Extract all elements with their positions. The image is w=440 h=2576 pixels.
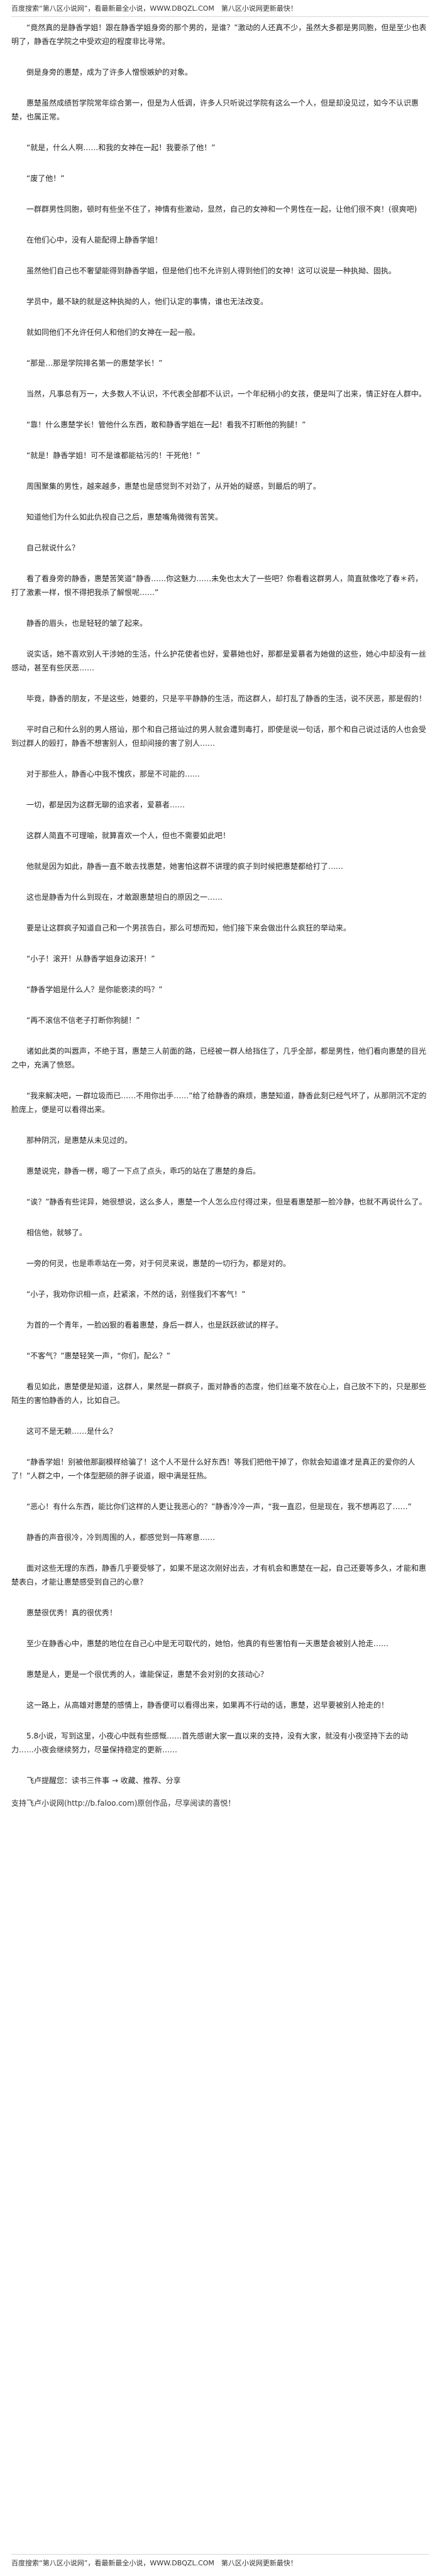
article-body: “竟然真的是静香学姐！跟在静香学姐身旁的那个男的，是谁？”激动的人还真不少，虽然… bbox=[11, 17, 429, 1810]
paragraph: 他就是因为如此，静香一直不敢去找惠楚，她害怕这群不讲理的疯子到时候把惠楚都给打了… bbox=[26, 862, 344, 871]
paragraph: 看见如此，惠楚便是知道，这群人，果然是一群疯子，面对静香的态度，他们丝毫不放在心… bbox=[11, 1382, 427, 1405]
paragraph: “竟然真的是静香学姐！跟在静香学姐身旁的那个男的，是谁？”激动的人还真不少，虽然… bbox=[11, 23, 427, 46]
paragraph: 对于那些人，静香心中我不愧疚，那是不可能的…… bbox=[26, 770, 201, 778]
paragraph: “不客气？”惠楚轻笑一声，“你们，配么？” bbox=[26, 1351, 170, 1360]
paragraph: “废了他！” bbox=[26, 174, 65, 183]
reading-tip: 飞卢提醒您：读书三件事 → 收藏、推荐、分享 bbox=[26, 1776, 181, 1785]
paragraph: 知道他们为什么如此仇视自己之后，惠楚嘴角微微有苦笑。 bbox=[26, 513, 223, 521]
paragraph: 静香的声音很冷，冷到周围的人，都感觉到一阵寒意…… bbox=[26, 1533, 216, 1542]
paragraph: 自己就说什么？ bbox=[26, 543, 80, 552]
site-footer-note: 百度搜索“第八区小说网”，看最新最全小说，WWW.DBQZL.COM 第八区小说… bbox=[11, 2554, 429, 2571]
paragraph: 这群人简直不可理喻，就算喜欢一个人，但也不需要如此吧！ bbox=[26, 831, 231, 840]
paragraph: 说实话，她不喜欢别人干涉她的生活，什么护花使者也好，爱慕她也好，那都是爱慕者为她… bbox=[11, 650, 427, 672]
paragraph: “那是…那是学院排名第一的惠楚学长！” bbox=[26, 359, 163, 368]
paragraph: 毕竟，静香的朋友，不是这些，她要的，只是平平静静的生活，而这群人，却打乱了静香的… bbox=[26, 694, 427, 703]
paragraph: 诸如此类的叫嚣声，不绝于耳，惠楚三人前面的路，已经被一群人给挡住了，几乎全部，都… bbox=[11, 1047, 427, 1069]
paragraph: “诶？”静香有些诧异，她很想说，这么多人，惠楚一个人怎么应付得过来，但是看惠楚那… bbox=[26, 1198, 427, 1206]
paragraph: 一旁的何灵，也是乖乖站在一旁，对于何灵来说，惠楚的一切行为，都是对的。 bbox=[26, 1259, 291, 1268]
paragraph: “静香学姐！别被他那副模样给骗了！这个人不是什么好东西！等我们把他干掉了，你就会… bbox=[11, 1458, 415, 1480]
paragraph: 至少在静香心中，惠楚的地位在自己心中是无可取代的，她怕，他真的有些害怕有一天惠楚… bbox=[26, 1639, 389, 1648]
paragraph: 一群群男性同胞，顿时有些坐不住了，神情有些激动，显然，自己的女神和一个男性在一起… bbox=[26, 205, 417, 214]
paragraph: 5.8小说，写到这里，小夜心中既有些感慨……首先感谢大家一直以来的支持，没有大家… bbox=[11, 1732, 409, 1754]
paragraph: 这可不是无赖……是什么？ bbox=[26, 1427, 118, 1436]
paragraph: 这一路上，从高雄对惠楚的感情上，静香便可以看得出来，如果再不行动的话，惠楚，迟早… bbox=[26, 1701, 389, 1710]
paragraph: “就是！静香学姐！可不是谁都能祜污的！干死他！” bbox=[26, 451, 201, 460]
paragraph: 看了看身旁的静香，惠楚苦笑道“静香……你这魅力……未免也太大了一些吧？你看看这群… bbox=[11, 574, 423, 597]
paragraph: 周围聚集的男性，越来越多，惠楚也是感觉到不对劲了，从开始的疑惑，到最后的明了。 bbox=[26, 482, 321, 491]
paragraph: “我来解决吧，一群垃圾而已……不用你出手……”给了给静香的麻烦，惠楚知道，静香此… bbox=[11, 1091, 427, 1114]
paragraph: 面对这些无理的东西，静香几乎要受够了，如果不是这次刚好出去，才有机会和惠楚在一起… bbox=[11, 1564, 427, 1586]
paragraph: 这也是静香为什么到现在，才敢跟惠楚坦白的原因之一…… bbox=[26, 893, 223, 902]
paragraph: “恶心！有什么东西，能比你们这样的人更让我恶心的？”静香冷冷一声，“我一直忍，但… bbox=[26, 1502, 412, 1511]
paragraph: 当然，凡事总有万一，大多数人不认识，不代表全部都不认识，一个年纪稍小的女孩，便是… bbox=[26, 390, 427, 398]
paragraph: 为首的一个青年，一脸凶狠的看着惠楚，身后一群人，也是跃跃欲试的样子。 bbox=[26, 1321, 283, 1329]
support-link[interactable]: 支持飞卢小说网(http://b.faloo.com)原创作品，尽享阅读的喜悦！ bbox=[11, 1799, 236, 1808]
paragraph: “再不滚信不信老子打断你狗腿！” bbox=[26, 1016, 140, 1025]
paragraph: 学员中，最不缺的就是这种执拗的人，他们认定的事情，谁也无法改变。 bbox=[26, 297, 268, 306]
paragraph: 惠楚是人，更是一个很优秀的人，谁能保证，惠楚不会对别的女孩动心？ bbox=[26, 1670, 268, 1679]
paragraph: 虽然他们自己也不奢望能得到静香学姐，但是他们也不允许别人得到他们的女神！这可以说… bbox=[26, 266, 397, 275]
paragraph: “就是，什么人啊……和我的女神在一起！我要杀了他！” bbox=[26, 143, 216, 152]
paragraph: 要是让这群疯子知道自己和一个男孩告白，那么可想而知，他们接下来会做出什么疯狂的举… bbox=[26, 924, 351, 932]
paragraph: “靠！什么惠楚学长！管他什么东西，敢和静香学姐在一起！看我不打断他的狗腿！” bbox=[26, 420, 306, 429]
paragraph: 惠楚说完，静香一楞，嗯了一下点了点头，乖巧的站在了惠楚的身后。 bbox=[26, 1167, 261, 1176]
paragraph: “小子，我劝你识相一点，赶紧滚，不然的话，别怪我们不客气！” bbox=[26, 1290, 246, 1299]
paragraph: 相信他，就够了。 bbox=[26, 1228, 87, 1237]
paragraph: 在他们心中，没有人能配得上静香学姐！ bbox=[26, 236, 163, 244]
paragraph: 惠楚很优秀！真的很优秀！ bbox=[26, 1608, 118, 1617]
paragraph: 倒是身旁的惠楚，成为了许多人憎恨嫉妒的对象。 bbox=[26, 68, 193, 77]
paragraph: “静香学姐是什么人？是你能亵渎的吗？” bbox=[26, 985, 163, 994]
paragraph: 静香的眉头，也是轻轻的皱了起来。 bbox=[26, 619, 148, 628]
paragraph: 一切，都是因为这群无聊的追求者，爱慕者…… bbox=[26, 800, 185, 809]
paragraph: 平时自己和什么别的男人搭讪，那个和自己搭讪过的男人就会遭到毒打，即使是说一句话，… bbox=[11, 725, 427, 748]
paragraph: 就如同他们不允许任何人和他们的女神在一起一般。 bbox=[26, 328, 201, 337]
paragraph: 那种阴沉，是惠楚从未见过的。 bbox=[26, 1136, 133, 1145]
paragraph: 惠楚虽然成绩哲学院常年综合第一，但是为人低调，许多人只听说过学院有这么一个人，但… bbox=[11, 99, 419, 121]
site-header-note: 百度搜索“第八区小说网”，看最新最全小说，WWW.DBQZL.COM 第八区小说… bbox=[11, 0, 429, 17]
paragraph: “小子！滚开！从静香学姐身边滚开！” bbox=[26, 954, 155, 963]
